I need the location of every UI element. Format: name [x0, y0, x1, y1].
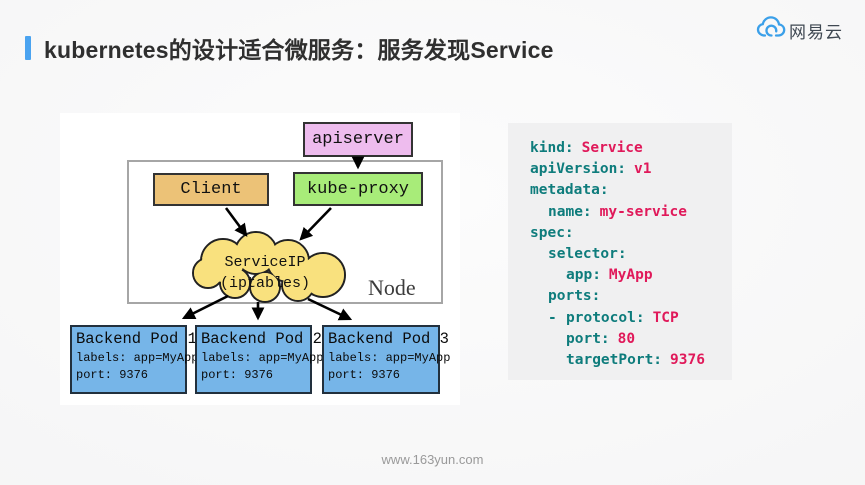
slide-header: kubernetes的设计适合微服务：服务发现Service — [25, 31, 554, 65]
pod-port: port: 9376 — [328, 368, 401, 382]
client-box: Client — [153, 173, 269, 206]
yaml-line: apiVersion:v1 — [530, 161, 652, 178]
cloud-logo-icon — [756, 15, 786, 45]
yaml-line: - protocol:TCP — [548, 309, 679, 326]
service-yaml-code-block: kind:Service apiVersion:v1 metadata: nam… — [508, 123, 732, 380]
yaml-line: kind:Service — [530, 140, 643, 156]
yaml-line: ports: — [548, 288, 601, 305]
yaml-line: targetPort:9376 — [566, 352, 705, 369]
yaml-line: selector: — [548, 246, 627, 263]
serviceip-line: ServiceIP — [224, 254, 306, 271]
kube-proxy-box: kube-proxy — [293, 172, 423, 206]
pod-title: Backend Pod 3 — [328, 330, 449, 348]
yaml-line: metadata: — [530, 182, 609, 199]
pod-title: Backend Pod 2 — [201, 330, 322, 348]
pod-port: port: 9376 — [201, 368, 274, 382]
yaml-line: port:80 — [566, 330, 636, 347]
pod-labels: labels: app=MyApp — [201, 351, 324, 365]
apiserver-box: apiserver — [303, 122, 413, 157]
k8s-service-diagram: Node apiserver Client kube-proxy — [60, 113, 460, 405]
iptables-line: (iptables) — [219, 275, 310, 292]
node-label: Node — [368, 275, 416, 300]
footer-url: www.163yun.com — [381, 452, 484, 467]
pod-labels: labels: app=MyApp — [328, 351, 451, 365]
yaml-line: app:MyApp — [566, 267, 653, 284]
backend-pod-3: Backend Pod 3 labels: app=MyApp port: 93… — [322, 325, 451, 394]
pod-title: Backend Pod 1 — [76, 330, 197, 348]
page-title: kubernetes的设计适合微服务：服务发现Service — [44, 37, 554, 63]
yaml-line: spec: — [530, 224, 574, 241]
logo-text: 网易云 — [789, 22, 843, 42]
yaml-line: name:my-service — [548, 203, 687, 220]
title-accent-bar — [25, 36, 31, 60]
pod-port: port: 9376 — [76, 368, 149, 382]
netease-cloud-logo: 网易云 — [756, 15, 843, 45]
serviceip-cloud-label: ServiceIP (iptables) — [190, 252, 340, 294]
backend-pod-2: Backend Pod 2 labels: app=MyApp port: 93… — [195, 325, 324, 394]
backend-pod-1: Backend Pod 1 labels: app=MyApp port: 93… — [70, 325, 199, 394]
pod-labels: labels: app=MyApp — [76, 351, 199, 365]
